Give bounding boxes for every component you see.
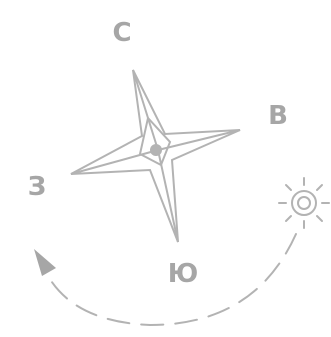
compass-rose-icon: [71, 70, 240, 242]
label-west: З: [28, 172, 46, 202]
label-north: С: [112, 18, 131, 48]
sun-icon: [279, 178, 329, 228]
label-south: Ю: [168, 259, 199, 289]
dashed-arc-arrow-icon: [34, 234, 296, 325]
label-east: В: [268, 101, 288, 131]
